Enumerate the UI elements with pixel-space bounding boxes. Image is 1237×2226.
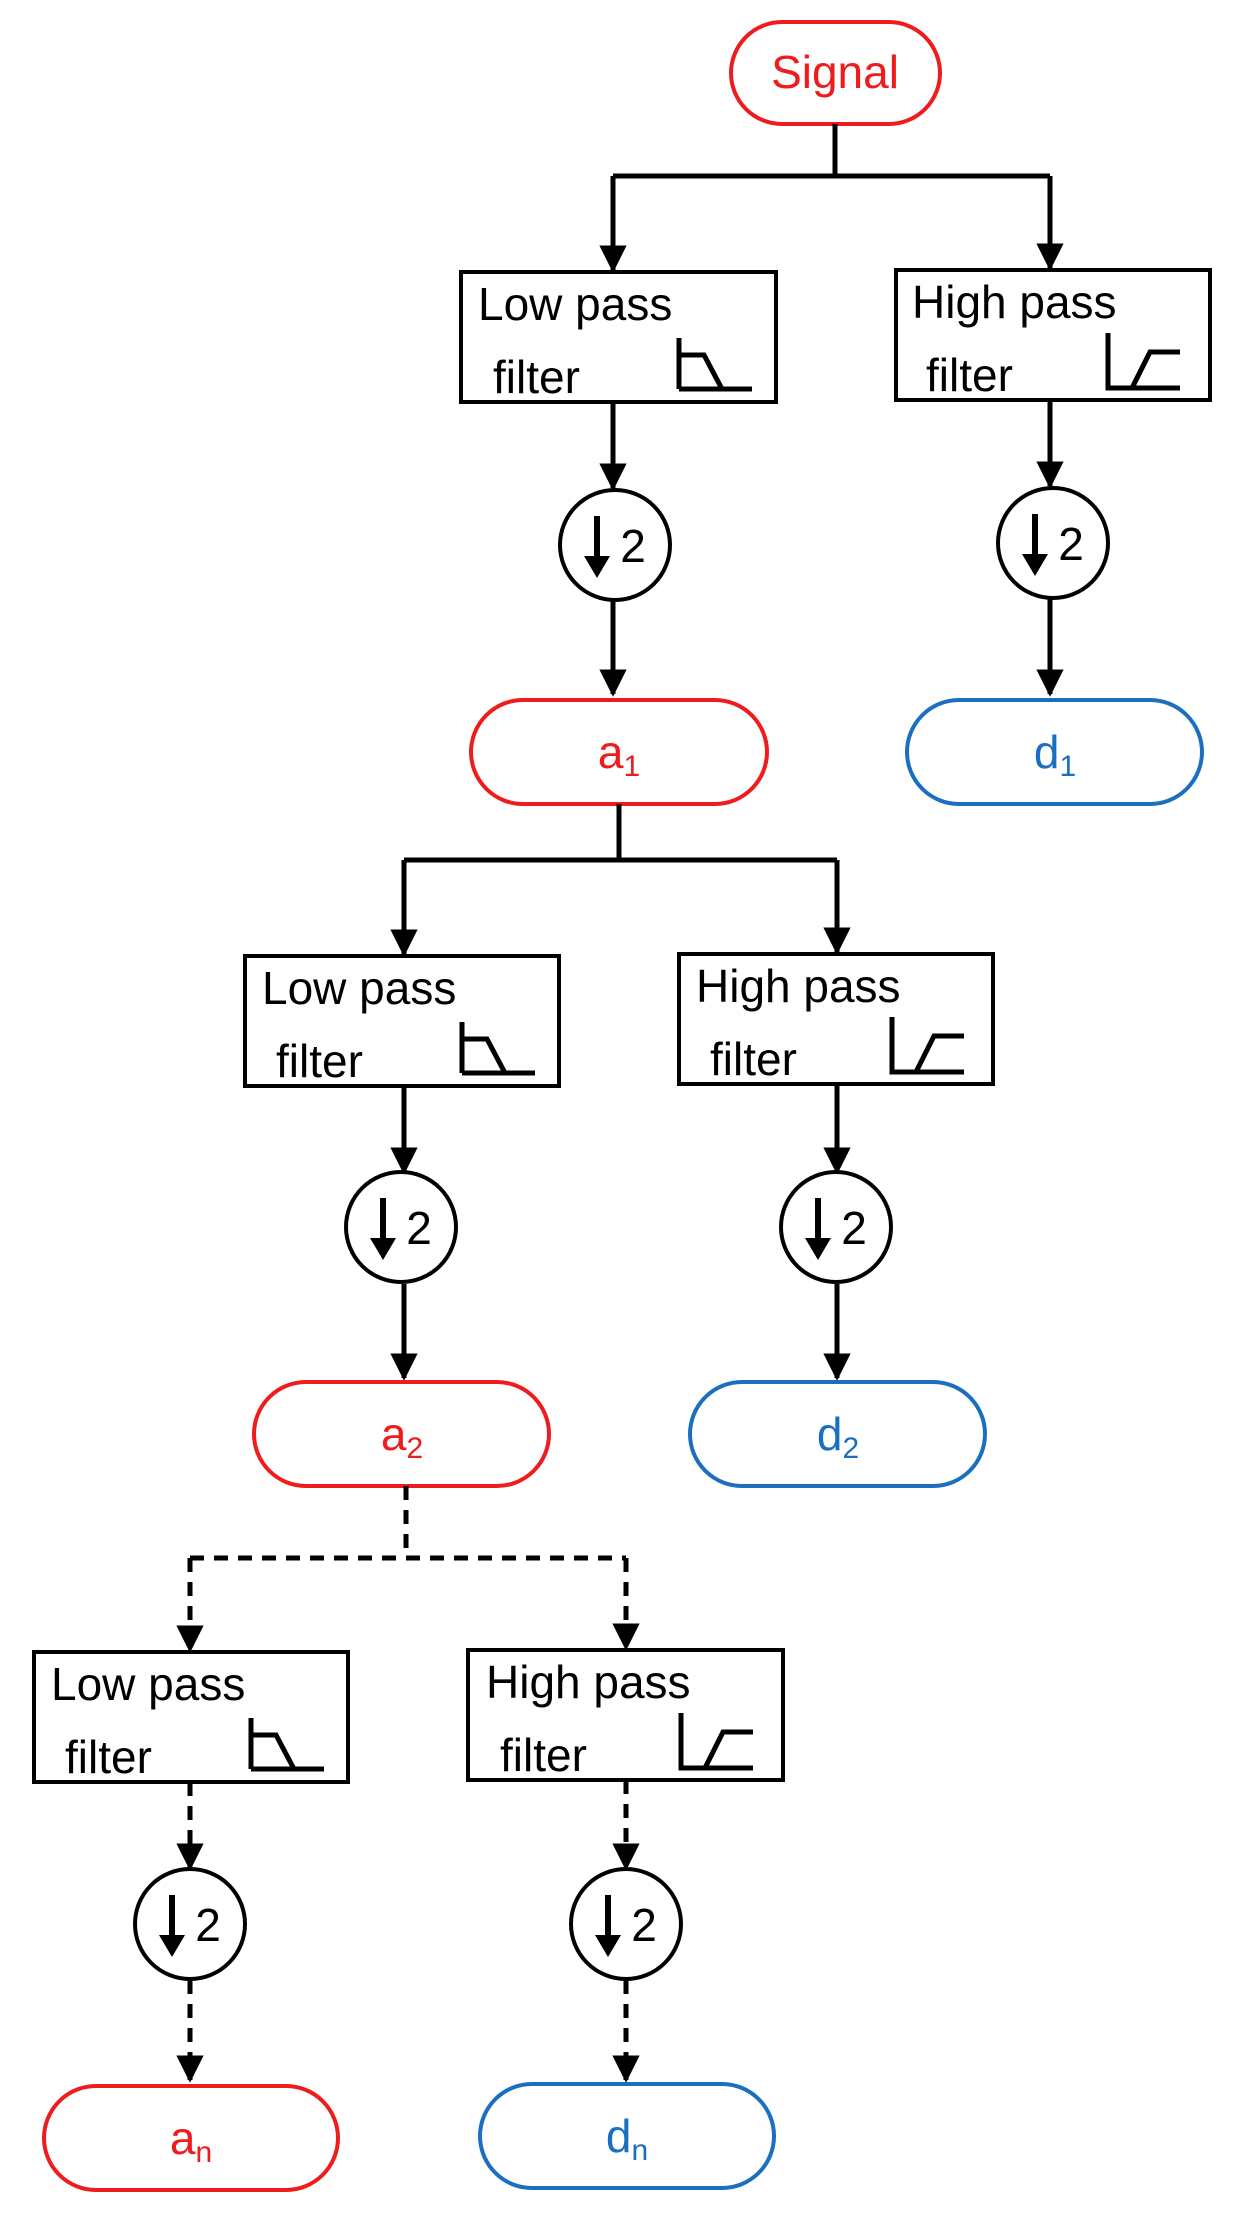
detail-d1-base: d <box>1034 726 1060 778</box>
lowpass-filter-n: Low pass filter <box>32 1650 350 1784</box>
lowpass-filter-1: Low pass filter <box>459 270 778 404</box>
downsample-2-high: 2 <box>779 1170 893 1284</box>
approx-an-base: a <box>170 2112 196 2164</box>
svg-text:a2: a2 <box>381 1408 423 1465</box>
highpass-filter-n-line2: filter <box>500 1729 587 1781</box>
detail-d2-node: d2 <box>688 1380 987 1488</box>
downsample-1-high: 2 <box>996 486 1110 600</box>
downsample-1-low: 2 <box>558 488 672 602</box>
detail-d2-base: d <box>817 1408 843 1460</box>
downsample-2-low: 2 <box>344 1170 458 1284</box>
svg-text:a1: a1 <box>598 726 640 783</box>
lowpass-response-icon <box>248 1718 324 1772</box>
detail-d2-sub: 2 <box>842 1432 859 1465</box>
leveln-connectors <box>176 1486 640 2083</box>
approx-a2-base: a <box>381 1408 407 1460</box>
approx-a1-sub: 1 <box>623 750 640 783</box>
highpass-filter-2-line1: High pass <box>696 960 901 1012</box>
svg-text:dn: dn <box>606 2110 648 2167</box>
highpass-filter-2: High pass filter <box>677 952 995 1086</box>
highpass-filter-1: High pass filter <box>894 268 1212 402</box>
lowpass-filter-n-line1: Low pass <box>51 1658 245 1710</box>
approx-an-node: an <box>42 2084 340 2192</box>
highpass-filter-2-line2: filter <box>710 1033 797 1085</box>
downsample-2-low-factor: 2 <box>406 1202 432 1254</box>
level2-connectors <box>390 804 851 1381</box>
downsample-n-low: 2 <box>133 1867 247 1981</box>
svg-text:d2: d2 <box>817 1408 859 1465</box>
detail-d1-node: d1 <box>905 698 1204 806</box>
lowpass-filter-n-line2: filter <box>65 1731 152 1783</box>
detail-dn-base: d <box>606 2110 632 2162</box>
downsample-n-low-factor: 2 <box>195 1899 221 1951</box>
highpass-response-icon <box>1105 333 1180 391</box>
lowpass-filter-1-line2: filter <box>493 351 580 403</box>
downsample-1-low-factor: 2 <box>620 520 646 572</box>
approx-a1-node: a1 <box>469 698 769 806</box>
highpass-response-icon <box>678 1713 753 1771</box>
highpass-filter-1-line1: High pass <box>912 276 1117 328</box>
detail-d1-sub: 1 <box>1059 750 1076 783</box>
lowpass-response-icon <box>459 1022 535 1076</box>
signal-node: Signal <box>729 20 942 126</box>
approx-a1-base: a <box>598 726 624 778</box>
lowpass-response-icon <box>676 338 752 392</box>
downsample-n-high: 2 <box>569 1867 683 1981</box>
lowpass-filter-2-line1: Low pass <box>262 962 456 1014</box>
svg-text:an: an <box>170 2112 212 2169</box>
downsample-n-high-factor: 2 <box>631 1899 657 1951</box>
approx-a2-node: a2 <box>252 1380 551 1488</box>
highpass-filter-n-line1: High pass <box>486 1656 691 1708</box>
highpass-response-icon <box>889 1017 964 1075</box>
svg-text:d1: d1 <box>1034 726 1076 783</box>
lowpass-filter-2-line2: filter <box>276 1035 363 1087</box>
downsample-2-high-factor: 2 <box>841 1202 867 1254</box>
signal-label: Signal <box>771 46 899 98</box>
detail-dn-node: dn <box>478 2082 776 2190</box>
lowpass-filter-1-line1: Low pass <box>478 278 672 330</box>
approx-an-sub: n <box>195 2136 212 2169</box>
detail-dn-sub: n <box>631 2134 648 2167</box>
approx-a2-sub: 2 <box>406 1432 423 1465</box>
highpass-filter-1-line2: filter <box>926 349 1013 401</box>
highpass-filter-n: High pass filter <box>466 1648 785 1782</box>
lowpass-filter-2: Low pass filter <box>243 954 561 1088</box>
downsample-1-high-factor: 2 <box>1058 518 1084 570</box>
level1-connectors <box>599 124 1064 697</box>
